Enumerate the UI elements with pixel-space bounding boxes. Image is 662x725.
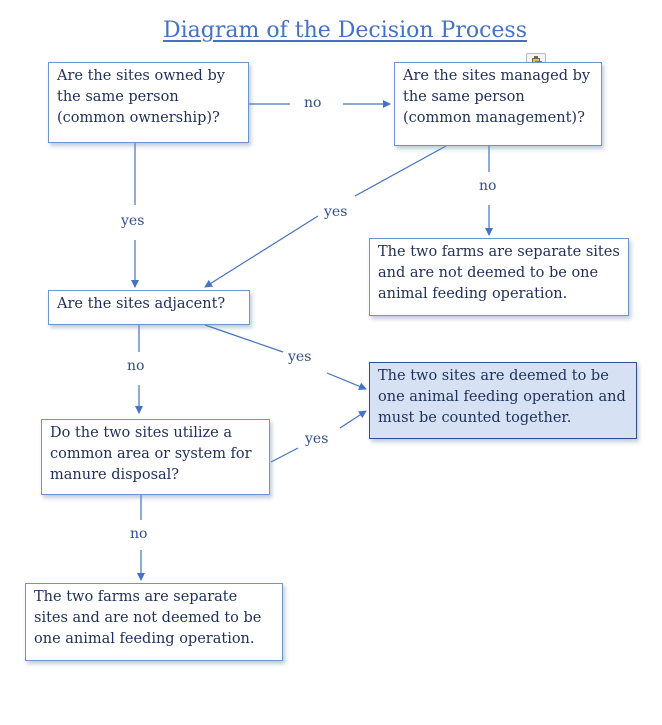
node-management-question[interactable]: Are the sites managed by the same person… [394, 62, 602, 146]
edge-label-manure-deemed: yes [302, 431, 332, 447]
edge-management-adjacent-b [204, 215, 319, 288]
edge-label-ownership-adjacent: yes [118, 213, 148, 229]
edge-label-manure-separate: no [127, 526, 151, 542]
edge-label-adjacent-deemed: yes [285, 349, 315, 365]
edge-label-management-separate: no [476, 178, 500, 194]
edge-adjacent-deemed-a [204, 324, 284, 353]
edge-manure-deemed-b [339, 410, 367, 429]
edge-management-adjacent-a [354, 145, 447, 197]
node-separate-sites-bottom[interactable]: The two farms are separate sites and are… [25, 583, 283, 661]
node-adjacent-question[interactable]: Are the sites adjacent? [48, 290, 250, 325]
edge-label-management-adjacent: yes [321, 204, 351, 220]
node-deemed-one-operation[interactable]: The two sites are deemed to be one anima… [369, 362, 637, 439]
node-separate-sites-top[interactable]: The two farms are separate sites and are… [369, 238, 629, 316]
node-manure-question[interactable]: Do the two sites utilize a common area o… [41, 419, 270, 495]
edge-adjacent-deemed-b [326, 372, 367, 391]
edge-label-ownership-management: no [301, 95, 325, 111]
diagram-title: Diagram of the Decision Process [163, 18, 527, 43]
edge-manure-deemed-a [270, 447, 299, 463]
edge-label-adjacent-manure: no [124, 358, 148, 374]
node-ownership-question[interactable]: Are the sites owned by the same person (… [48, 62, 249, 143]
